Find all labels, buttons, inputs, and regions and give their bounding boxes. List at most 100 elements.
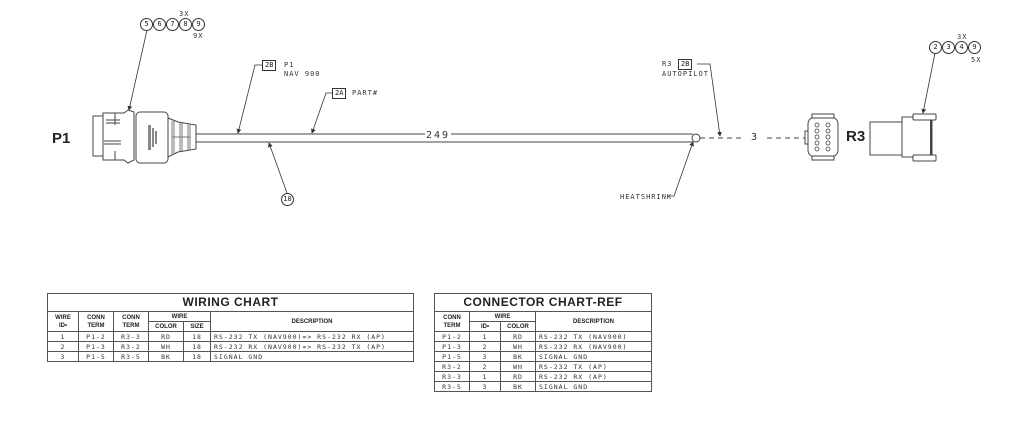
table-row: R3-5 3 BK SIGNAL GND [434, 381, 652, 392]
cell-to: R3-5 [113, 351, 149, 362]
r3-balloon: 2 [929, 41, 942, 54]
r3-balloon: 3 [942, 41, 955, 54]
connector-chart: CONNECTOR CHART-REF CONN TERM WIRE DESCR… [434, 293, 652, 392]
p1-connector-label: P1 [52, 130, 71, 147]
table-row: 1 P1-2 R3-3 RD 18 RS-232 TX (NAV900)=> R… [47, 331, 414, 342]
breakout-length-dimension: 3 [750, 132, 761, 143]
cell-term: P1-2 [434, 331, 470, 342]
p1-connector-body [92, 109, 197, 164]
header-conn-term-2: CONN TERM [113, 311, 149, 332]
cell-size: 18 [183, 341, 211, 352]
cell-color: BK [148, 351, 184, 362]
cell-term: P1-5 [434, 351, 470, 362]
header-color: COLOR [148, 321, 184, 332]
p1-balloon: 6 [153, 18, 166, 31]
cell-from: P1-3 [78, 341, 114, 352]
wiring-chart-title: WIRING CHART [47, 293, 414, 312]
r3-balloon: 9 [968, 41, 981, 54]
cell-from: P1-5 [78, 351, 114, 362]
table-row: P1-3 2 WH RS-232 RX (NAV900) [434, 341, 652, 352]
cell-color: WH [500, 341, 536, 352]
cell-id: 3 [47, 351, 79, 362]
cell-color: RD [500, 371, 536, 382]
cell-term: R3-3 [434, 371, 470, 382]
leader-balloon-10 [268, 142, 288, 194]
table-row: 3 P1-5 R3-5 BK 18 SIGNAL GND [47, 351, 414, 362]
r3-connector-face [804, 113, 839, 161]
tag-r3-prefix: R3 [662, 60, 673, 68]
cell-id: 2 [47, 341, 79, 352]
cell-size: 18 [183, 351, 211, 362]
tag-part-text: PART# [352, 89, 379, 97]
leader-r3-balloons [921, 52, 936, 114]
header-wire-id: WIRE ID• [47, 311, 79, 332]
table-row: R3-2 2 WH RS-232 TX (AP) [434, 361, 652, 372]
leader-tag-r3 [697, 63, 722, 137]
cell-id: 2 [469, 341, 501, 352]
cell-description: RS-232 RX (NAV900)=> RS-232 TX (AP) [210, 341, 414, 352]
tag-p1-line1: P1 [284, 61, 295, 69]
cell-color: BK [500, 351, 536, 362]
cell-color: RD [148, 331, 184, 342]
wiring-chart: WIRING CHART WIRE ID• CONN TERM CONN TER… [47, 293, 414, 362]
p1-balloon: 5 [140, 18, 153, 31]
r3-balloon: 4 [955, 41, 968, 54]
cell-description: SIGNAL GND [210, 351, 414, 362]
cell-description: RS-232 RX (AP) [535, 371, 652, 382]
header-wire-group: WIRE [148, 311, 211, 322]
cell-id: 1 [469, 331, 501, 342]
r3-balloon-qty-bottom: 5X [971, 56, 982, 64]
cell-term: R3-2 [434, 361, 470, 372]
cell-id: 2 [469, 361, 501, 372]
cell-term: R3-5 [434, 381, 470, 392]
cell-id: 1 [469, 371, 501, 382]
p1-balloon-qty-top: 3X [179, 10, 190, 18]
r3-connector-side [869, 113, 937, 162]
cell-from: P1-2 [78, 331, 114, 342]
header-size: SIZE [183, 321, 211, 332]
cable-balloon: 10 [281, 193, 294, 206]
tag-r3-code: 2B [678, 59, 693, 70]
header-wire-group: WIRE [469, 311, 536, 322]
tag-part-code: 2A [332, 88, 347, 99]
table-row: R3-3 1 RD RS-232 RX (AP) [434, 371, 652, 382]
cell-id: 3 [469, 351, 501, 362]
cell-color: RD [500, 331, 536, 342]
header-description: DESCRIPTION [210, 311, 414, 332]
tag-p1-code: 2B [262, 60, 277, 71]
cell-to: R3-2 [113, 341, 149, 352]
cell-description: RS-232 RX (NAV900) [535, 341, 652, 352]
tag-p1-line2: NAV 900 [284, 70, 321, 78]
header-description: DESCRIPTION [535, 311, 652, 332]
r3-connector-label: R3 [846, 128, 866, 145]
header-color: COLOR [500, 321, 536, 332]
cell-id: 3 [469, 381, 501, 392]
cell-description: SIGNAL GND [535, 351, 652, 362]
heatshrink-label: HEATSHRINK [620, 193, 673, 201]
table-row: 2 P1-3 R3-2 WH 18 RS-232 RX (NAV900)=> R… [47, 341, 414, 352]
leader-p1-balloons [127, 29, 148, 111]
header-id: ID• [469, 321, 501, 332]
leader-tag-p1 [236, 64, 262, 134]
p1-balloon-qty-bottom: 9X [193, 32, 204, 40]
header-conn-term: CONN TERM [434, 311, 470, 332]
p1-balloon: 7 [166, 18, 179, 31]
cell-description: RS-232 TX (NAV900) [535, 331, 652, 342]
p1-balloon: 9 [192, 18, 205, 31]
cable-length-dimension: 249 [425, 130, 452, 141]
table-row: P1-2 1 RD RS-232 TX (NAV900) [434, 331, 652, 342]
tag-r3-line2: AUTOPILOT [662, 70, 709, 78]
cell-color: WH [500, 361, 536, 372]
cell-description: RS-232 TX (AP) [535, 361, 652, 372]
cell-to: R3-3 [113, 331, 149, 342]
r3-balloon-qty-top: 3X [957, 33, 968, 41]
connector-chart-title: CONNECTOR CHART-REF [434, 293, 652, 312]
cell-term: P1-3 [434, 341, 470, 352]
cell-color: WH [148, 341, 184, 352]
cell-size: 18 [183, 331, 211, 342]
cell-description: RS-232 TX (NAV900)=> RS-232 RX (AP) [210, 331, 414, 342]
cell-id: 1 [47, 331, 79, 342]
cell-description: SIGNAL GND [535, 381, 652, 392]
header-conn-term-1: CONN TERM [78, 311, 114, 332]
table-row: P1-5 3 BK SIGNAL GND [434, 351, 652, 362]
